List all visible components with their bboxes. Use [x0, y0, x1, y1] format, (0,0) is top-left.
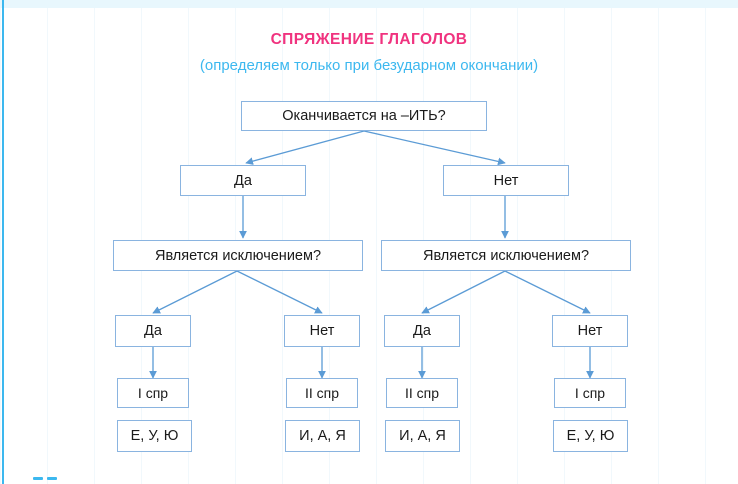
node-exception-question-right[interactable]: Является исключением?	[381, 240, 631, 271]
node-conjugation-1[interactable]: I спр	[117, 378, 189, 408]
node-exception-question-left[interactable]: Является исключением?	[113, 240, 363, 271]
node-root-yes[interactable]: Да	[180, 165, 306, 196]
page-title: СПРЯЖЕНИЕ ГЛАГОЛОВ	[270, 31, 468, 48]
node-exception-left-yes[interactable]: Да	[115, 315, 191, 347]
node-root-question[interactable]: Оканчивается на –ИТЬ?	[241, 101, 487, 131]
node-conjugation-3[interactable]: II спр	[386, 378, 458, 408]
node-conjugation-2[interactable]: II спр	[286, 378, 358, 408]
node-endings-3[interactable]: И, А, Я	[385, 420, 460, 452]
node-endings-4[interactable]: Е, У, Ю	[553, 420, 628, 452]
left-accent-rule	[2, 0, 4, 484]
page-subtitle: (определяем только при безударном оконча…	[199, 57, 539, 74]
node-exception-right-yes[interactable]: Да	[384, 315, 460, 347]
node-endings-1[interactable]: Е, У, Ю	[117, 420, 192, 452]
node-root-no[interactable]: Нет	[443, 165, 569, 196]
bottom-dash-2	[47, 477, 57, 480]
node-endings-2[interactable]: И, А, Я	[285, 420, 360, 452]
node-conjugation-4[interactable]: I спр	[554, 378, 626, 408]
top-accent-band	[0, 0, 738, 8]
node-exception-right-no[interactable]: Нет	[552, 315, 628, 347]
node-exception-left-no[interactable]: Нет	[284, 315, 360, 347]
bottom-dash-1	[33, 477, 43, 480]
